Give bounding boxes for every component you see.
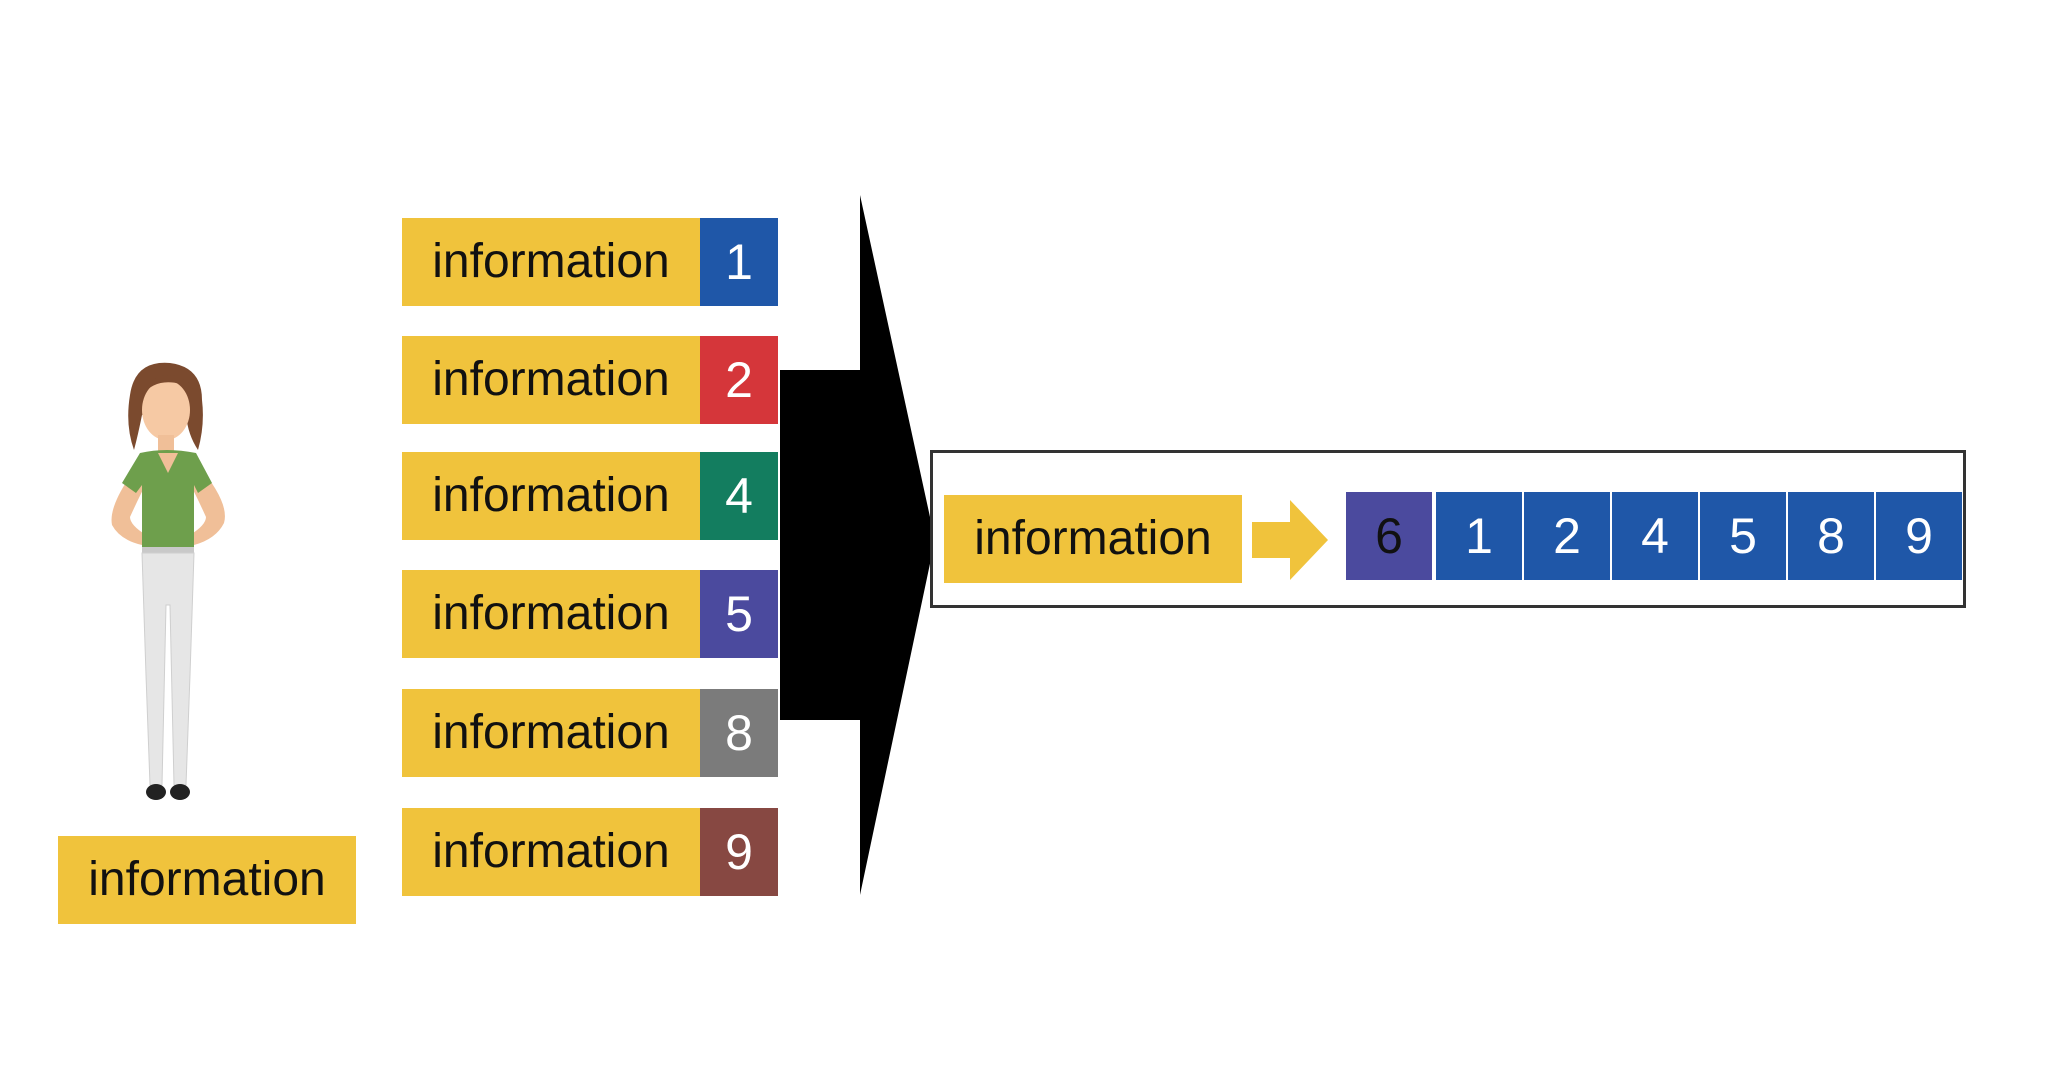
big-merge-arrow [780,195,935,895]
input-number-4: 5 [700,570,778,658]
input-label-5: information [402,689,700,777]
sequence-item-5: 8 [1788,492,1874,580]
sequence-item-6: 9 [1876,492,1962,580]
white-pants [141,552,195,786]
input-label-6: information [402,808,700,896]
input-number-3: 4 [700,452,778,540]
person-information-label: information [58,836,356,924]
right-arrow-icon [1252,500,1328,580]
new-item-box: 6 [1346,492,1432,580]
input-label-3: information [402,452,700,540]
input-number-1: 1 [700,218,778,306]
left-shoe [146,784,166,800]
sequence-item-3: 4 [1612,492,1698,580]
input-number-5: 8 [700,689,778,777]
output-information-label: information [944,495,1242,583]
face [142,380,190,440]
woman-figure [111,362,225,800]
input-number-6: 9 [700,808,778,896]
input-label-4: information [402,570,700,658]
sequence-item-1: 1 [1436,492,1522,580]
sequence-item-2: 2 [1524,492,1610,580]
input-label-1: information [402,218,700,306]
input-label-2: information [402,336,700,424]
green-shirt [122,450,212,550]
sequence-item-4: 5 [1700,492,1786,580]
right-shoe [170,784,190,800]
input-number-2: 2 [700,336,778,424]
